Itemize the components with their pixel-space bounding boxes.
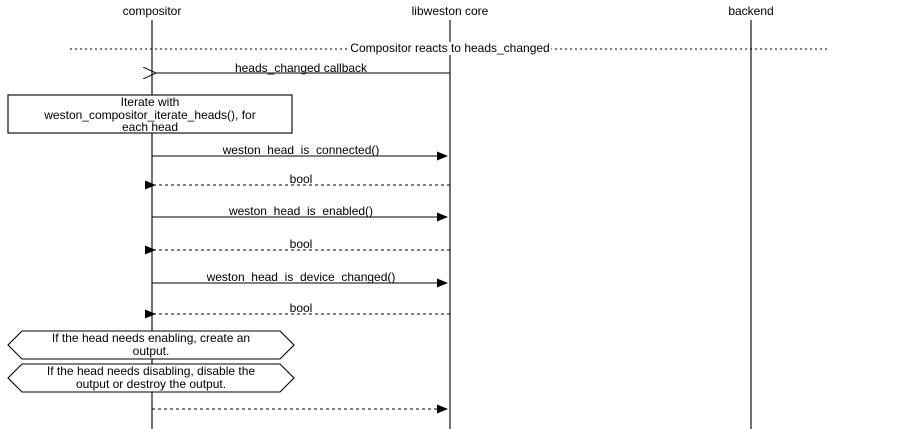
condition-text-disable-output: If the head needs disabling, disable the… bbox=[46, 364, 256, 391]
message-label-return-bool-connected: bool bbox=[289, 172, 313, 186]
message-label-weston-head-is-device-changed: weston_head_is_device_changed() bbox=[206, 270, 396, 284]
condition-box-enable-output bbox=[7, 330, 295, 360]
condition-box-disable-output bbox=[7, 363, 295, 393]
message-label-return-bool-device-changed: bool bbox=[289, 301, 313, 315]
divider-label: Compositor reacts to heads_changed bbox=[348, 41, 552, 55]
note-box-iterate-heads bbox=[7, 94, 293, 134]
lifeline-header-backend[interactable]: backend bbox=[728, 4, 774, 18]
lifeline-header-libweston-core[interactable]: libweston core bbox=[411, 4, 489, 18]
message-label-return-bool-enabled: bool bbox=[289, 237, 313, 251]
message-label-weston-head-is-enabled: weston_head_is_enabled() bbox=[228, 204, 374, 218]
note-text-iterate-heads: Iterate with weston_compositor_iterate_h… bbox=[44, 95, 256, 134]
message-label-weston-head-is-connected: weston_head_is_connected() bbox=[222, 143, 380, 157]
message-label-heads-changed-callback: heads_changed callback bbox=[234, 61, 368, 75]
condition-text-enable-output: If the head needs enabling, create an ou… bbox=[51, 331, 251, 358]
lifeline-header-compositor[interactable]: compositor bbox=[122, 4, 182, 18]
